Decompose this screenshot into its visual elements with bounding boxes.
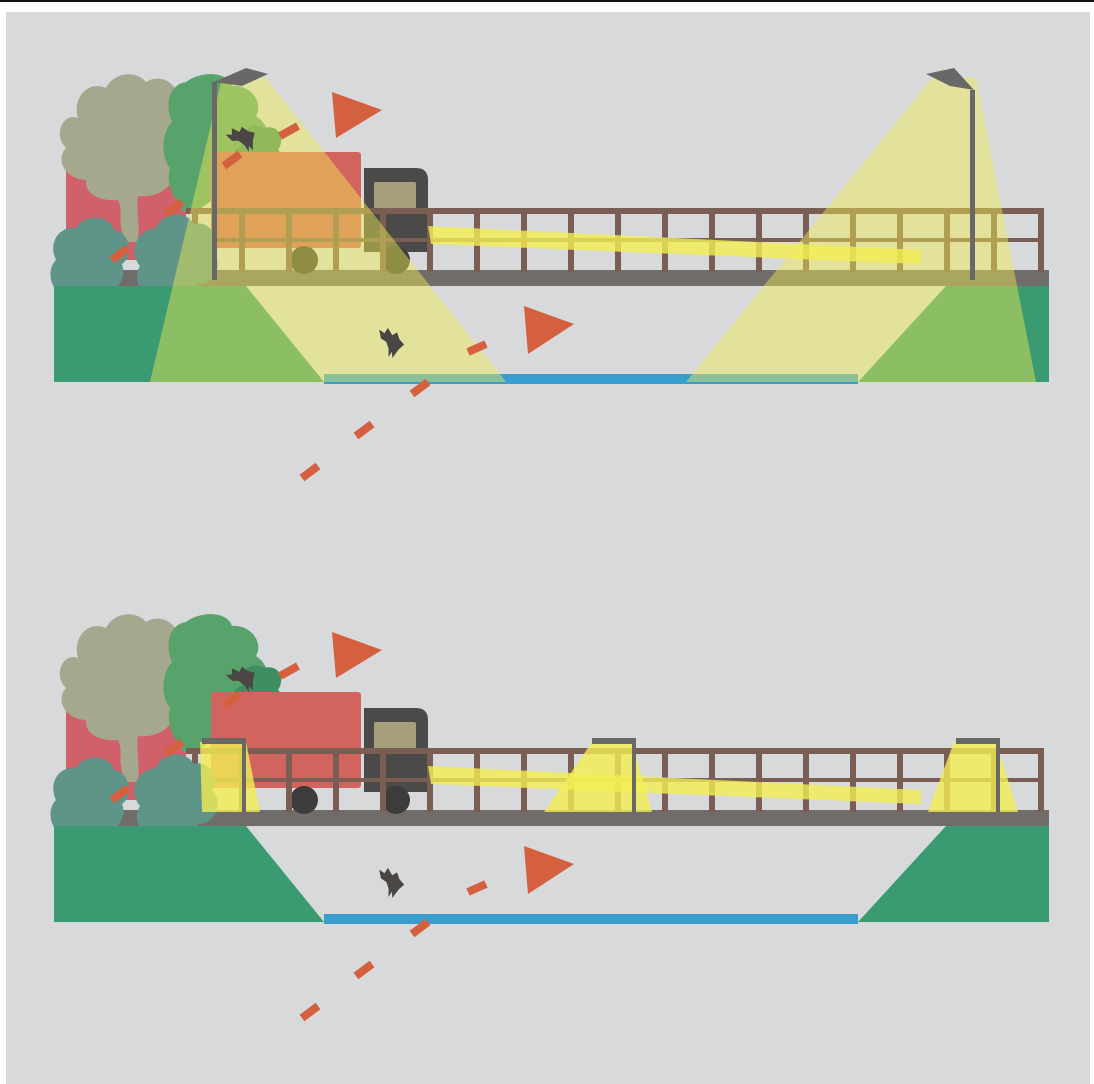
lamp-pole <box>632 738 636 812</box>
bank-left <box>54 826 324 922</box>
headlight-beam <box>428 766 921 804</box>
bat-silhouette <box>373 866 407 900</box>
arrow-head-icon <box>524 846 574 894</box>
arrow-head-icon <box>332 92 382 138</box>
flight-path-dash <box>468 884 486 892</box>
scene-shielded-low-lighting <box>50 614 1049 1018</box>
flight-path-dash <box>356 964 372 976</box>
railing-post <box>380 748 386 812</box>
light-cone-right <box>686 78 1036 382</box>
bridge-lighting-diagram <box>6 12 1090 1084</box>
railing-post <box>1038 748 1044 812</box>
flight-path-dash <box>356 424 372 436</box>
lamp-head <box>592 738 636 744</box>
railing-post <box>286 748 292 812</box>
arrow-head-icon <box>332 632 382 678</box>
railing-post <box>756 208 762 272</box>
lamp-pole <box>970 90 975 280</box>
flight-path-dash <box>302 466 318 478</box>
river-water <box>324 914 858 924</box>
flight-path-dash <box>280 666 298 676</box>
truck-wheel-front <box>382 786 410 814</box>
bat-icon <box>373 866 407 900</box>
arrow-head-icon <box>524 306 574 354</box>
flight-path-dash <box>302 1006 318 1018</box>
railing-post <box>1038 208 1044 272</box>
railing-post <box>333 748 339 812</box>
railing-post <box>803 748 809 812</box>
lamp-pole <box>242 738 246 812</box>
lamp-head <box>956 738 1000 744</box>
scene-unshielded-lighting <box>50 68 1049 478</box>
railing-post <box>850 748 856 812</box>
bank-right <box>858 826 1049 922</box>
lamp-head <box>202 738 246 744</box>
lamp-pole <box>996 738 1000 812</box>
truck-wheel-rear <box>290 786 318 814</box>
railing-post <box>756 748 762 812</box>
lamp-pole <box>212 82 217 280</box>
diagram-canvas <box>6 12 1090 1084</box>
